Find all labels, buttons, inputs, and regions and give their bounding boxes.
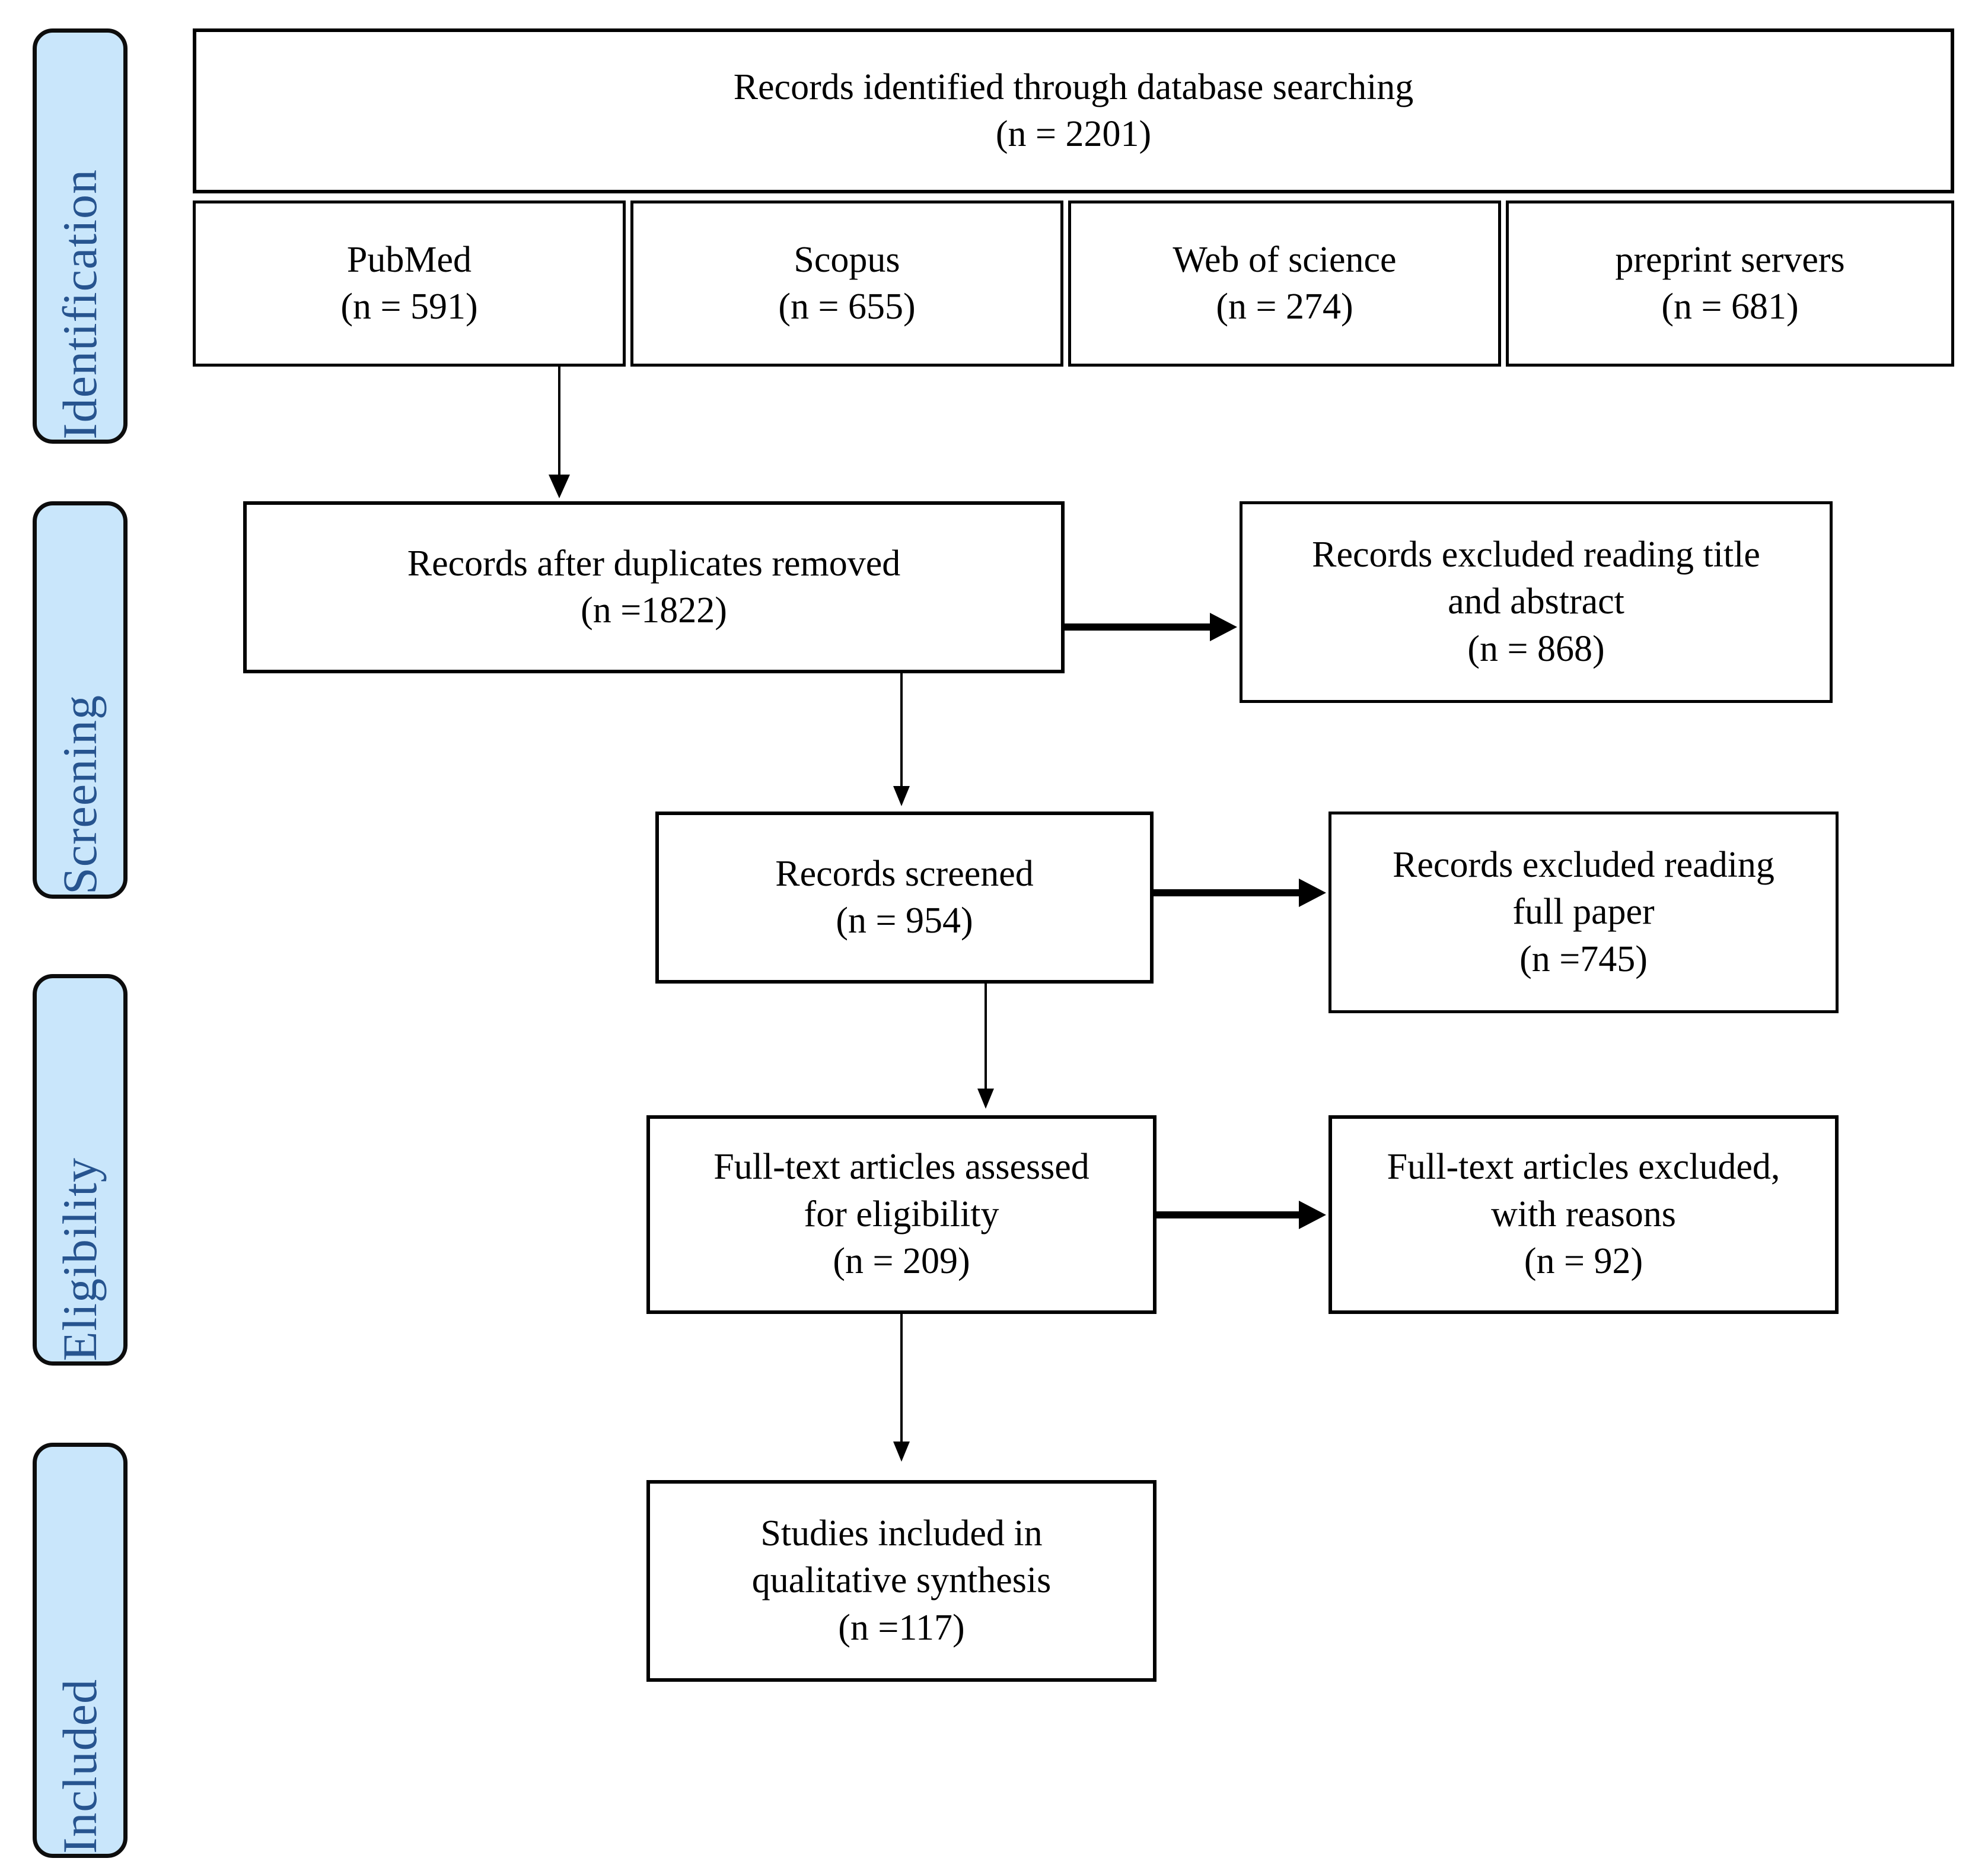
box-source-preprint-servers: preprint servers (n = 681)	[1506, 201, 1954, 367]
excluded-title-abstract-line1: Records excluded reading title	[1312, 534, 1760, 575]
source-pubmed-count: (n = 591)	[340, 287, 478, 327]
source-web-of-science-count: (n = 274)	[1216, 287, 1353, 327]
box-records-identified: Records identified through database sear…	[193, 28, 1954, 193]
stage-pill-included: Included	[33, 1443, 128, 1858]
excluded-full-paper-line3: (n =745)	[1519, 938, 1648, 979]
source-scopus-name: Scopus	[794, 239, 900, 280]
fulltext-excluded-line2: with reasons	[1491, 1194, 1676, 1234]
fulltext-assessed-line2: for eligibility	[804, 1194, 999, 1234]
box-records-identified-text: Records identified through database sear…	[725, 64, 1422, 158]
box-source-pubmed: PubMed (n = 591)	[193, 201, 626, 367]
source-web-of-science-name: Web of science	[1173, 239, 1397, 280]
records-screened-line2: (n = 954)	[836, 901, 973, 941]
source-pubmed-name: PubMed	[346, 239, 472, 280]
box-records-after-duplicates: Records after duplicates removed (n =1822…	[243, 501, 1065, 673]
source-preprint-servers-count: (n = 681)	[1661, 287, 1799, 327]
arrowhead-excluded-full-paper	[1299, 879, 1326, 907]
arrowhead-studies-included	[893, 1442, 910, 1462]
stage-pill-eligibility: Eligibility	[33, 974, 128, 1366]
excluded-full-paper-line1: Records excluded reading	[1393, 844, 1774, 885]
connector-assessed-to-included	[900, 1314, 903, 1456]
records-identified-line1: Records identified through database sear…	[733, 66, 1414, 107]
after-duplicates-line2: (n =1822)	[581, 590, 727, 631]
source-scopus-count: (n = 655)	[778, 287, 916, 327]
stage-label-screening: Screening	[53, 695, 107, 895]
studies-included-line3: (n =117)	[838, 1607, 965, 1648]
box-fulltext-excluded: Full-text articles excluded, with reasons…	[1328, 1115, 1839, 1314]
arrowhead-records-screened	[893, 786, 910, 806]
source-preprint-servers-name: preprint servers	[1615, 239, 1845, 280]
box-excluded-title-abstract: Records excluded reading title and abstra…	[1240, 501, 1833, 703]
after-duplicates-line1: Records after duplicates removed	[407, 543, 901, 584]
arrowhead-excluded-title	[1210, 613, 1237, 641]
excluded-title-abstract-line3: (n = 868)	[1467, 628, 1605, 669]
fulltext-excluded-line1: Full-text articles excluded,	[1387, 1147, 1780, 1188]
arrowhead-fulltext-assessed	[977, 1089, 994, 1109]
stage-pill-screening: Screening	[33, 501, 128, 899]
connector-screened-to-fulltext	[985, 984, 987, 1102]
connector-screened-to-excluded-full	[1154, 889, 1302, 896]
connector-assessed-to-excluded-reasons	[1157, 1211, 1302, 1218]
excluded-full-paper-line2: full paper	[1512, 892, 1655, 933]
stage-pill-identification: Identification	[33, 28, 128, 444]
stage-label-included: Included	[53, 1679, 107, 1854]
studies-included-line1: Studies included in	[760, 1513, 1043, 1554]
connector-duplicates-to-screened	[900, 673, 903, 801]
box-studies-included: Studies included in qualitative synthesis…	[646, 1480, 1157, 1682]
stage-label-eligibility: Eligibility	[53, 1157, 107, 1361]
box-source-scopus: Scopus (n = 655)	[630, 201, 1063, 367]
fulltext-assessed-line3: (n = 209)	[833, 1241, 970, 1282]
box-source-web-of-science: Web of science (n = 274)	[1068, 201, 1501, 367]
records-identified-line2: (n = 2201)	[995, 114, 1152, 154]
stage-label-identification: Identification	[53, 169, 107, 440]
fulltext-excluded-line3: (n = 92)	[1524, 1241, 1643, 1282]
studies-included-line2: qualitative synthesis	[751, 1560, 1052, 1601]
records-screened-line1: Records screened	[775, 853, 1034, 894]
box-fulltext-assessed: Full-text articles assessed for eligibili…	[646, 1115, 1157, 1314]
arrowhead-fulltext-excluded	[1299, 1201, 1326, 1229]
connector-sources-to-duplicates	[558, 367, 560, 491]
box-records-screened: Records screened (n = 954)	[655, 812, 1154, 984]
arrowhead-to-duplicates	[549, 475, 570, 498]
connector-duplicates-to-excluded-title	[1065, 623, 1213, 631]
fulltext-assessed-line1: Full-text articles assessed	[713, 1147, 1089, 1188]
excluded-title-abstract-line2: and abstract	[1448, 581, 1624, 622]
box-excluded-full-paper: Records excluded reading full paper (n =74…	[1328, 812, 1839, 1013]
